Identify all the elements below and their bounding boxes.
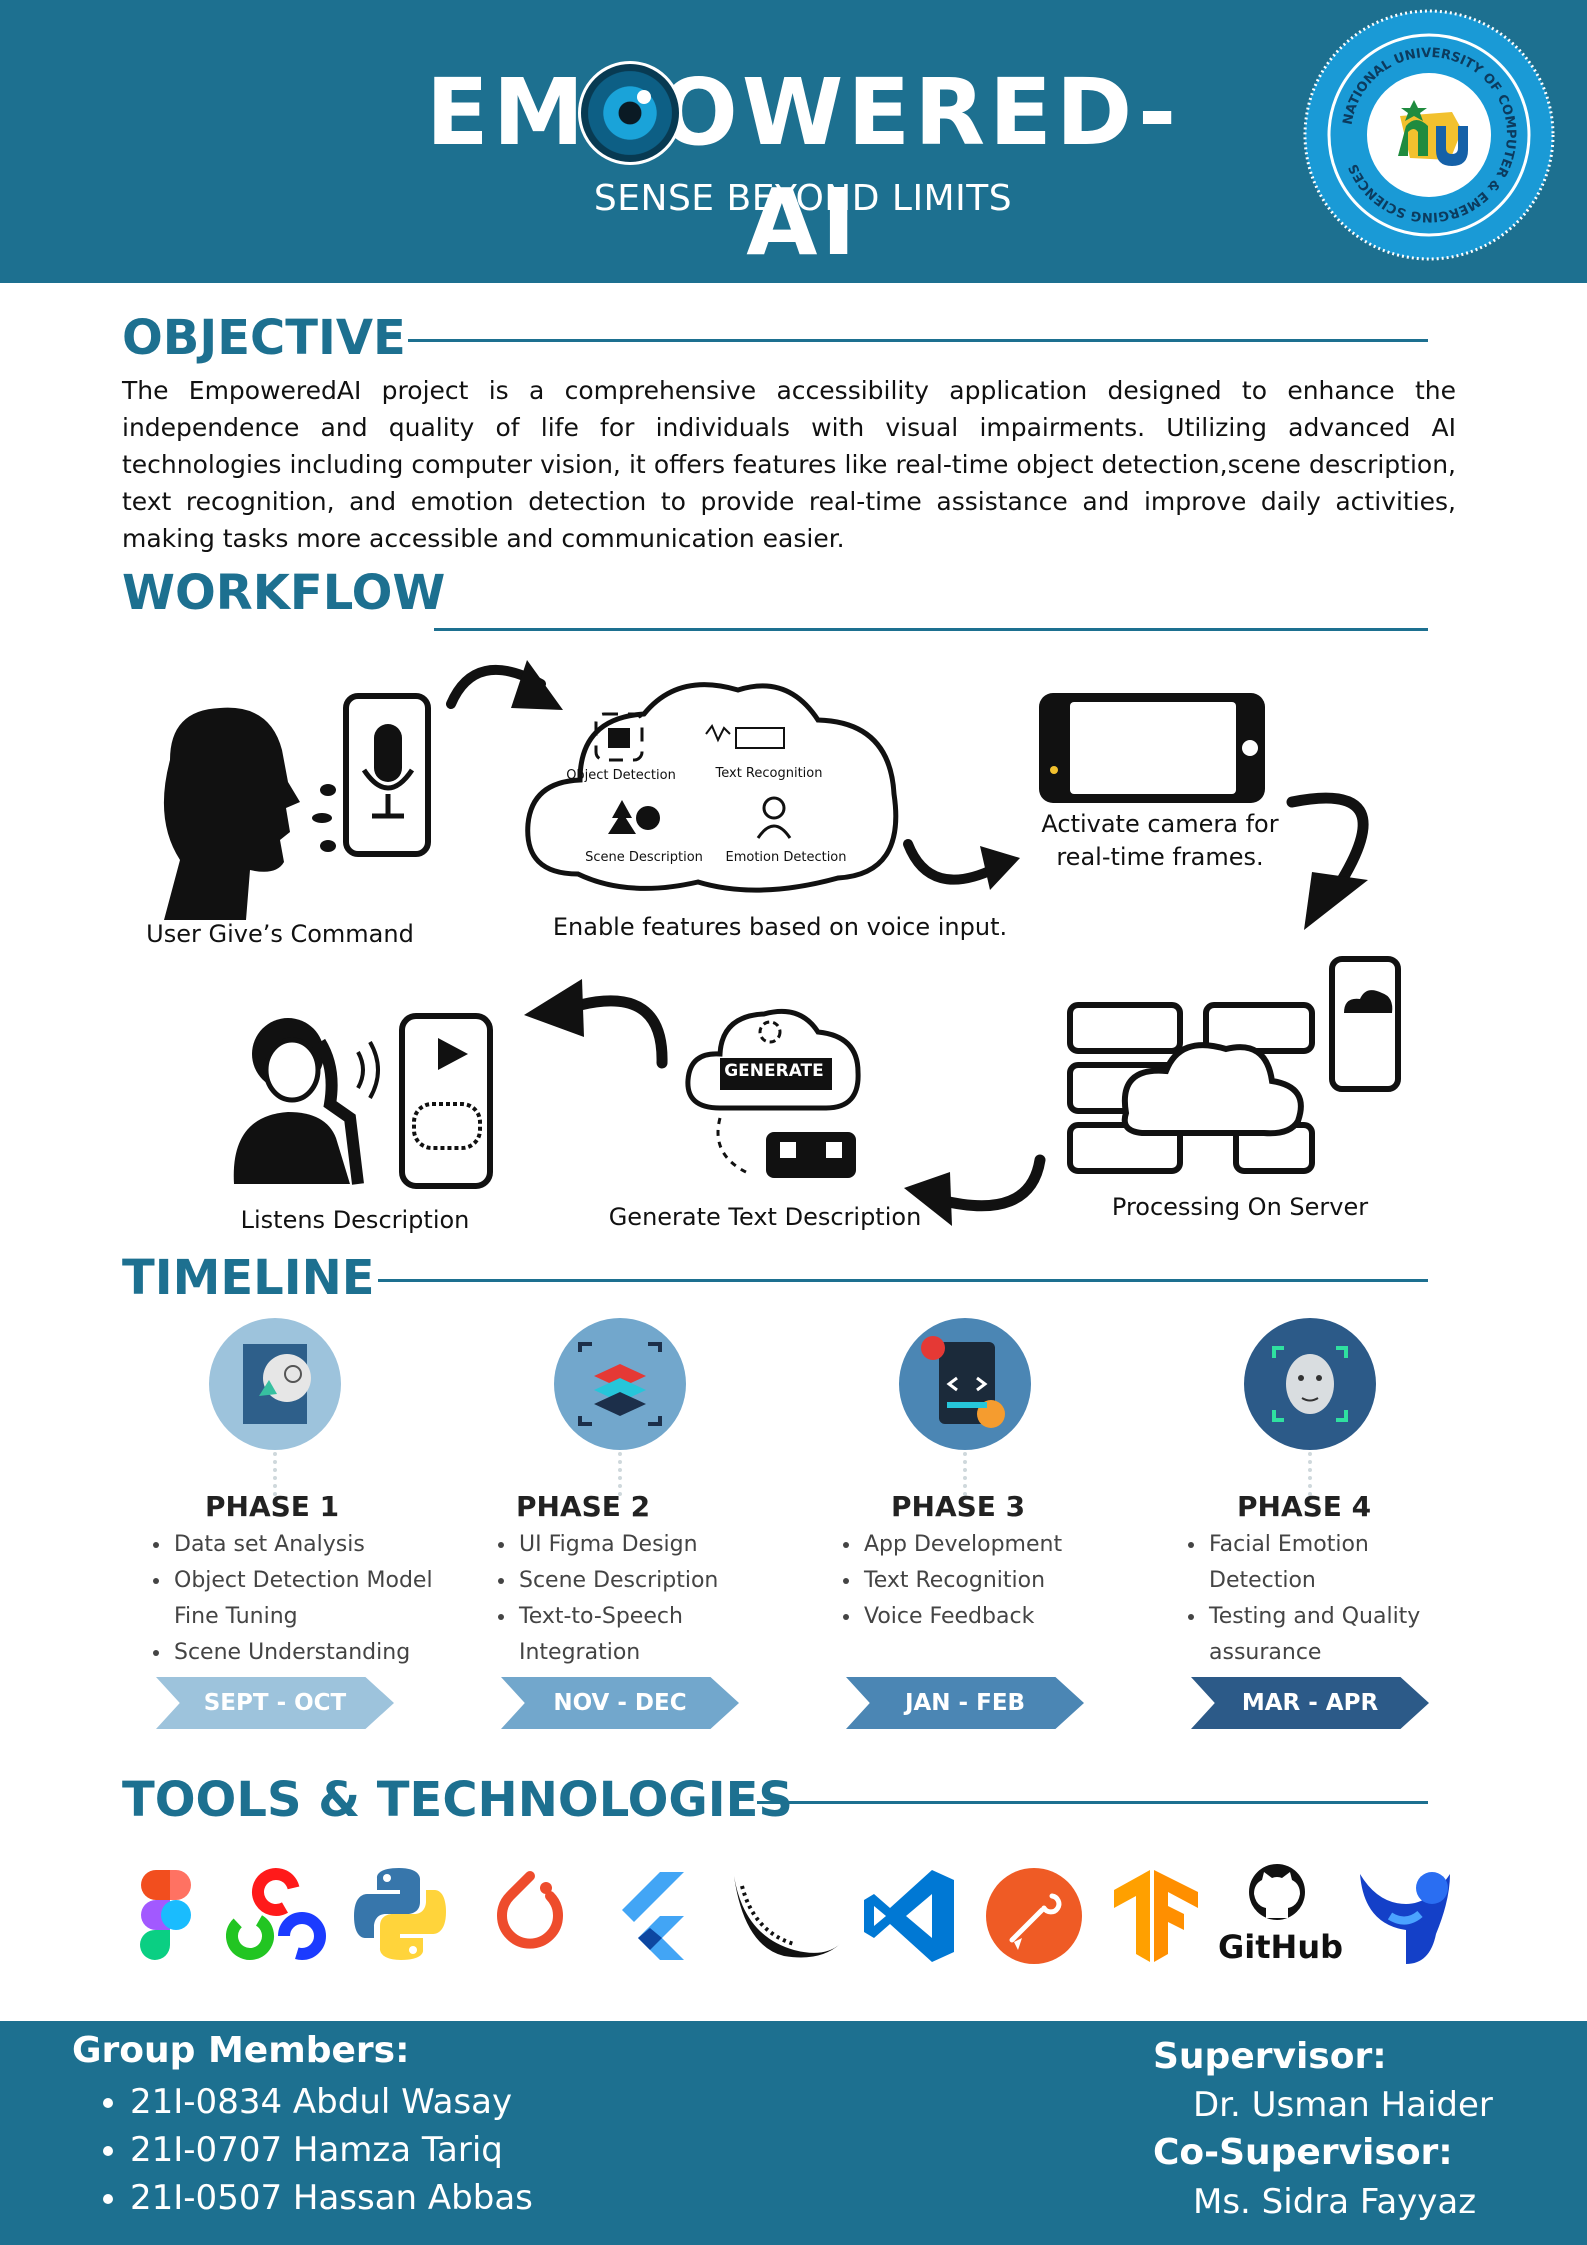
phase4-title: PHASE 4: [1237, 1490, 1372, 1523]
list-item: Facial Emotion Detection: [1207, 1527, 1477, 1599]
feature-object-detection: Object Detection: [566, 768, 676, 783]
user-listening-icon: [233, 1013, 493, 1189]
phase2-list: UI Figma Design Scene Description Text-t…: [491, 1527, 797, 1671]
arrow-icon: [1286, 792, 1369, 930]
app-tagline: SENSE BEYOND LIMITS: [593, 178, 1013, 219]
flutter-icon: [622, 1872, 684, 1960]
phase1-connector: [273, 1452, 281, 1496]
postman-icon: [986, 1868, 1082, 1964]
features-cloud-icon: [525, 682, 899, 893]
list-item: 21I-0507 Hassan Abbas: [130, 2174, 730, 2222]
python-icon: [354, 1868, 446, 1960]
feature-emotion-detection: Emotion Detection: [725, 850, 847, 865]
phase4-connector: [1308, 1452, 1316, 1496]
phase3-icon-circle: [899, 1318, 1031, 1450]
objective-paragraph: The EmpoweredAI project is a comprehensi…: [122, 376, 1456, 553]
arrow-icon: [903, 839, 1020, 890]
list-item: Object Detection Model Fine Tuning: [172, 1563, 482, 1635]
phase1-icon-circle: [209, 1318, 341, 1450]
phase3-period-ribbon: JAN - FEB: [846, 1677, 1084, 1729]
list-item: Scene Description: [517, 1563, 797, 1599]
list-item: Voice Feedback: [862, 1599, 1142, 1635]
objective-divider: [408, 339, 1428, 342]
phase2-icon-circle: [554, 1318, 686, 1450]
phase4-icon-circle: [1244, 1318, 1376, 1450]
list-item: Text-to-Speech Integration: [517, 1599, 797, 1671]
tools-divider: [757, 1801, 1428, 1804]
phase1-list: Data set Analysis Object Detection Model…: [146, 1527, 482, 1671]
yolo-icon: [1360, 1872, 1450, 1964]
opencv-icon: [226, 1868, 326, 1960]
footer-banner: [0, 2021, 1587, 2245]
step-generate-text: Generate Text Description: [608, 1203, 922, 1231]
co-supervisor-heading: Co-Supervisor:: [1153, 2132, 1453, 2173]
university-logo: NATIONAL UNIVERSITY OF COMPUTER & EMERGI…: [1303, 9, 1555, 261]
step-activate-camera: Activate camera for real-time frames.: [1041, 810, 1279, 871]
step-enable-features: Enable features based on voice input.: [552, 913, 1008, 941]
group-members-heading: Group Members:: [72, 2030, 410, 2071]
step-user-command: User Give’s Command: [146, 920, 414, 948]
timeline-heading: TIMELINE: [122, 1250, 375, 1306]
github-icon: [1249, 1864, 1305, 1920]
eye-glint: [637, 90, 651, 104]
phase2-title: PHASE 2: [516, 1490, 651, 1523]
list-item: UI Figma Design: [517, 1527, 797, 1563]
title-block: EMPOWERED-AI: [408, 58, 1198, 276]
generate-robot-icon: [685, 1008, 861, 1178]
phase4-period-ribbon: MAR - APR: [1191, 1677, 1429, 1729]
step-processing-server: Processing On Server: [1111, 1193, 1369, 1221]
phase3-title: PHASE 3: [891, 1490, 1026, 1523]
supervisor-name: Dr. Usman Haider: [1193, 2085, 1493, 2125]
co-supervisor-name: Ms. Sidra Fayyaz: [1193, 2182, 1477, 2222]
list-item: 21I-0834 Abdul Wasay: [130, 2078, 730, 2126]
arrow-icon: [524, 979, 668, 1069]
timeline-divider: [378, 1279, 1428, 1282]
face-scan-icon: [1272, 1346, 1348, 1422]
user-speaking-icon: [163, 693, 431, 920]
tools-heading: TOOLS & TECHNOLOGIES: [122, 1772, 793, 1828]
server-cloud-icon: [1067, 956, 1401, 1174]
phase3-list: App Development Text Recognition Voice F…: [836, 1527, 1142, 1635]
arrow-icon: [904, 1154, 1046, 1226]
code-icon: [921, 1336, 1005, 1428]
generate-badge: GENERATE: [724, 1061, 824, 1081]
figma-icon: [140, 1870, 191, 1960]
list-item: Text Recognition: [862, 1563, 1142, 1599]
phase1-period-ribbon: SEPT - OCT: [156, 1677, 394, 1729]
layers-icon: [578, 1342, 662, 1426]
arrow-icon: [446, 660, 563, 710]
list-item: App Development: [862, 1527, 1142, 1563]
phase4-list: Facial Emotion Detection Testing and Qua…: [1181, 1527, 1477, 1671]
tensorflow-icon: [1114, 1870, 1198, 1962]
workflow-divider: [434, 628, 1428, 631]
flask-icon: [734, 1876, 840, 1958]
step-listens: Listens Description: [240, 1206, 470, 1234]
ai-robot-icon: [243, 1344, 311, 1424]
list-item: 21I-0707 Hamza Tariq: [130, 2126, 730, 2174]
workflow-heading: WORKFLOW: [122, 565, 446, 621]
vscode-icon: [864, 1870, 954, 1962]
feature-scene-description: Scene Description: [585, 850, 703, 865]
group-members-list: 21I-0834 Abdul Wasay 21I-0707 Hamza Tari…: [90, 2078, 730, 2222]
phase1-title: PHASE 1: [205, 1490, 340, 1523]
feature-text-recognition: Text Recognition: [715, 766, 823, 781]
supervisor-heading: Supervisor:: [1153, 2036, 1387, 2077]
phone-camera-icon: [1039, 693, 1265, 803]
phase3-connector: [963, 1452, 971, 1496]
github-label: GitHub: [1218, 1928, 1343, 1966]
objective-heading: OBJECTIVE: [122, 310, 406, 366]
list-item: Data set Analysis: [172, 1527, 482, 1563]
list-item: Testing and Quality assurance: [1207, 1599, 1477, 1671]
list-item: Scene Understanding: [172, 1635, 482, 1671]
pytorch-icon: [497, 1871, 563, 1949]
app-title: EMPOWERED-AI: [425, 59, 1181, 276]
phase2-period-ribbon: NOV - DEC: [501, 1677, 739, 1729]
phase2-connector: [618, 1452, 626, 1496]
eye-icon: [578, 61, 682, 165]
